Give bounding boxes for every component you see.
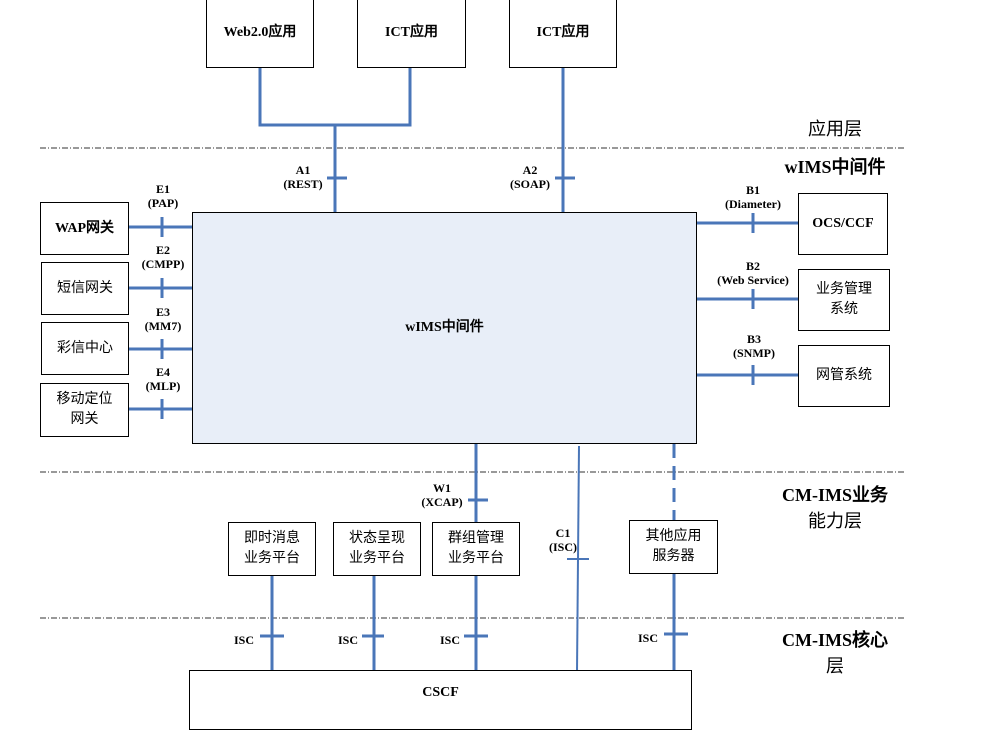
platform-label: 业务平台 bbox=[448, 551, 504, 566]
right-system-ocs-ccf: OCS/CCF bbox=[798, 193, 888, 255]
app-box-ict-2: ICT应用 bbox=[509, 0, 617, 68]
interface-label-isc-3: ISC bbox=[440, 633, 461, 647]
interface-label-c1: C1(ISC) bbox=[544, 526, 582, 554]
system-label: 网关 bbox=[70, 412, 99, 427]
layer-label-app: 应用层 bbox=[808, 119, 862, 139]
interface-name: E4 bbox=[155, 365, 170, 379]
interface-name: A2 bbox=[522, 163, 538, 177]
interface-name: A1 bbox=[295, 163, 311, 177]
interface-protocol: (XCAP) bbox=[421, 495, 463, 509]
platform-other-app-server: 其他应用服务器 bbox=[629, 520, 718, 574]
system-label: 网管系统 bbox=[816, 368, 872, 383]
interface-protocol: (SOAP) bbox=[510, 177, 550, 191]
layer-label-line: CM-IMS核心 bbox=[782, 630, 888, 650]
interface-label-b1: B1(Diameter) bbox=[718, 183, 788, 211]
left-system-wap-gateway: WAP网关 bbox=[40, 202, 129, 255]
left-system-location-gateway: 移动定位网关 bbox=[40, 383, 129, 437]
platform-instant-messaging: 即时消息业务平台 bbox=[228, 522, 316, 576]
platform-presence: 状态呈现业务平台 bbox=[333, 522, 421, 576]
interface-protocol: (MLP) bbox=[145, 379, 181, 393]
system-label: 系统 bbox=[830, 302, 858, 317]
platform-group-management: 群组管理业务平台 bbox=[432, 522, 520, 576]
interface-label-e3: E3(MM7) bbox=[138, 305, 188, 333]
interface-protocol: (CMPP) bbox=[141, 257, 185, 271]
app-box-label: ICT应用 bbox=[536, 25, 590, 40]
layer-label-line: 层 bbox=[826, 656, 844, 676]
layer-label-core: CM-IMS核心 层 bbox=[765, 627, 905, 679]
interface-name: B3 bbox=[746, 332, 761, 346]
platform-label: 服务器 bbox=[652, 549, 695, 564]
platform-label: 群组管理 bbox=[448, 531, 504, 546]
platform-label: 业务平台 bbox=[244, 551, 300, 566]
app-box-label: Web2.0应用 bbox=[223, 25, 297, 40]
layer-label-line: CM-IMS业务 bbox=[782, 485, 888, 505]
interface-name: C1 bbox=[555, 526, 571, 540]
interface-label-e2: E2(CMPP) bbox=[136, 243, 190, 271]
wims-middleware-box: wIMS中间件 bbox=[192, 212, 697, 444]
cscf-label: CSCF bbox=[422, 685, 459, 700]
wims-middleware-label: wIMS中间件 bbox=[405, 320, 484, 335]
interface-protocol: (Diameter) bbox=[725, 197, 781, 211]
platform-label: 其他应用 bbox=[645, 529, 702, 544]
a1-bus bbox=[258, 67, 412, 127]
interface-label-e1: E1(PAP) bbox=[140, 182, 186, 210]
interface-label-w1: W1(XCAP) bbox=[414, 481, 470, 509]
interface-name: B1 bbox=[745, 183, 760, 197]
right-system-service-management: 业务管理系统 bbox=[798, 269, 890, 331]
interface-protocol: (Web Service) bbox=[717, 273, 789, 287]
system-label: 彩信中心 bbox=[57, 340, 113, 356]
interface-protocol: (SNMP) bbox=[733, 346, 775, 360]
cscf-box: CSCF bbox=[189, 670, 692, 730]
interface-label-b2: B2(Web Service) bbox=[710, 259, 796, 287]
interface-name: E3 bbox=[155, 305, 170, 319]
interface-name: B2 bbox=[745, 259, 760, 273]
platform-label: 即时消息 bbox=[244, 531, 300, 546]
app-box-web20: Web2.0应用 bbox=[206, 0, 314, 68]
interface-name: E2 bbox=[155, 243, 170, 257]
interface-label-isc-1: ISC bbox=[234, 633, 255, 647]
app-box-ict-1: ICT应用 bbox=[357, 0, 466, 68]
left-system-mms-center: 彩信中心 bbox=[41, 322, 129, 375]
interface-name: W1 bbox=[433, 481, 451, 495]
interface-label-b3: B3(SNMP) bbox=[726, 332, 782, 360]
interface-protocol: (REST) bbox=[283, 177, 323, 191]
layer-label-line: 能力层 bbox=[808, 511, 862, 531]
interface-label-isc-4: ISC bbox=[638, 631, 659, 645]
left-system-sms-gateway: 短信网关 bbox=[41, 262, 129, 315]
layer-label-capability: CM-IMS业务 能力层 bbox=[765, 482, 905, 534]
interface-name: E1 bbox=[155, 182, 170, 196]
system-label: WAP网关 bbox=[54, 220, 115, 236]
interface-protocol: (PAP) bbox=[147, 196, 179, 210]
platform-label: 状态呈现 bbox=[349, 531, 405, 546]
interface-label-isc-2: ISC bbox=[338, 633, 359, 647]
system-label: OCS/CCF bbox=[812, 216, 874, 231]
system-label: 短信网关 bbox=[57, 280, 113, 296]
interface-protocol: (MM7) bbox=[144, 319, 182, 333]
layer-label-wims: wIMS中间件 bbox=[784, 157, 886, 177]
interface-label-a1: A1(REST) bbox=[280, 163, 326, 191]
system-label: 移动定位 bbox=[56, 392, 113, 407]
platform-label: 业务平台 bbox=[349, 551, 405, 566]
app-box-label: ICT应用 bbox=[385, 25, 438, 40]
interface-label-e4: E4(MLP) bbox=[138, 365, 188, 393]
interface-label-a2: A2(SOAP) bbox=[505, 163, 555, 191]
system-label: 业务管理 bbox=[816, 282, 872, 297]
right-system-network-management: 网管系统 bbox=[798, 345, 890, 407]
interface-protocol: (ISC) bbox=[548, 540, 577, 554]
